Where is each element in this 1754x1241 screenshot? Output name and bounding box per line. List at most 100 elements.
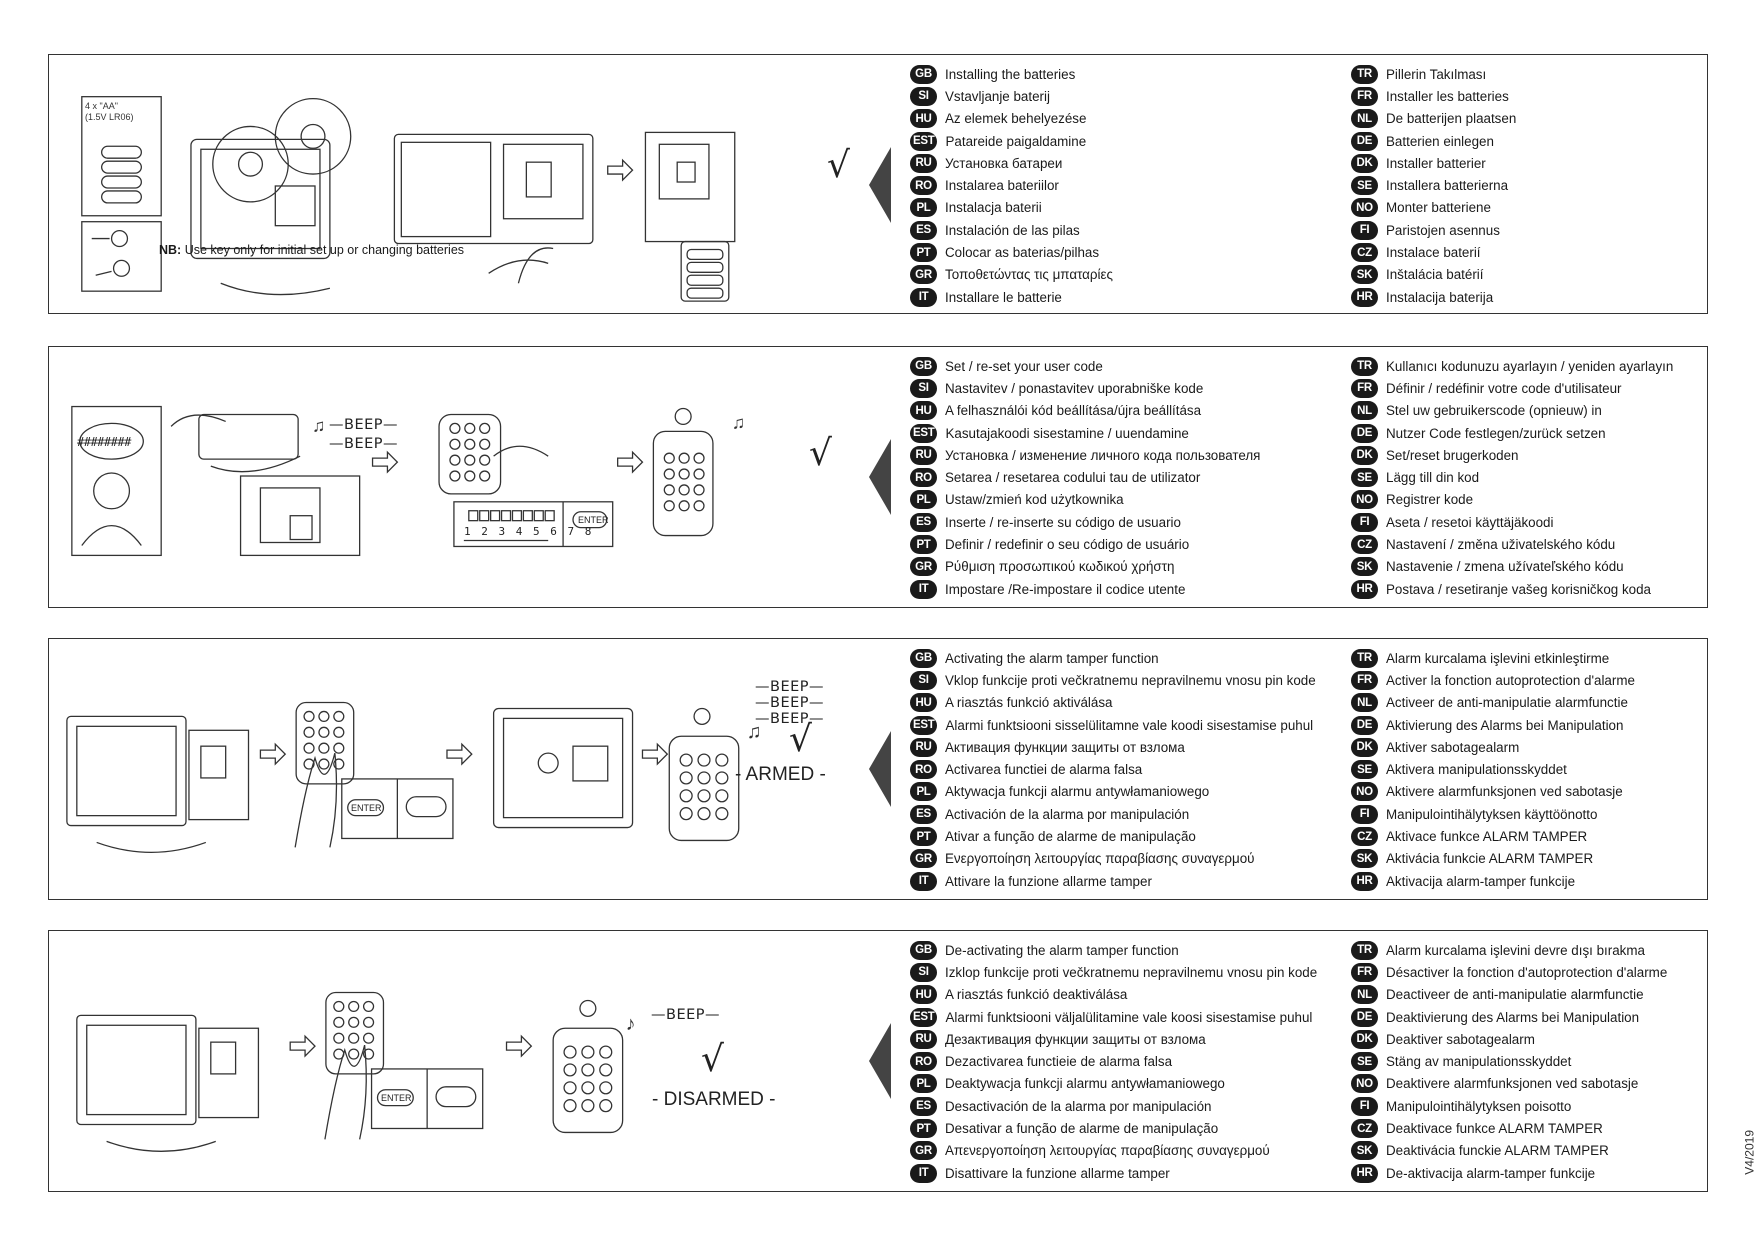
beep-label-1: —BEEP—	[755, 679, 825, 695]
language-code-badge: PT	[910, 535, 937, 555]
deactivate-alarm-diagram: ♪	[76, 991, 636, 1152]
language-code-badge: SK	[1351, 557, 1378, 577]
language-instruction-text: Activating the alarm tamper function	[945, 650, 1159, 666]
panel-batteries: 4 x "AA" (1.5V LR06) NB: Use key only fo…	[48, 54, 1708, 314]
language-instruction-text: Deaktywacja funkcji alarmu antywłamaniow…	[945, 1076, 1225, 1092]
language-code-badge: SI	[910, 378, 937, 398]
language-code-badge: FR	[1351, 962, 1378, 982]
language-instruction-text: Instalarea bateriilor	[945, 178, 1059, 194]
language-instruction-text: Απενεργοποίηση λειτουργίας παραβίασης συ…	[945, 1143, 1270, 1159]
language-instruction-text: Activación de la alarma por manipulación	[945, 806, 1190, 822]
language-code-badge: IT	[910, 1163, 937, 1183]
language-instruction-text: Ustaw/zmień kod użytkownika	[945, 492, 1124, 508]
language-code-badge: SE	[1351, 760, 1378, 780]
language-instruction-text: Deaktiver sabotagealarm	[1386, 1031, 1535, 1047]
language-instruction-text: Alarmi funktsiooni väljalülitamine vale …	[945, 1009, 1313, 1025]
language-instruction-text: Inštalácia batérií	[1386, 267, 1484, 283]
language-item: SI Izklop funkcije proti večkratnemu nepr…	[910, 961, 1317, 983]
pointer-triangle-icon	[869, 1023, 891, 1099]
language-code-badge: FI	[1351, 512, 1378, 532]
language-code-badge: EST	[910, 131, 938, 151]
language-item: HU Az elemek behelyezése	[910, 108, 1113, 130]
armed-status: - ARMED -	[735, 764, 826, 785]
language-instruction-text: Izklop funkcije proti večkratnemu neprav…	[945, 964, 1318, 980]
language-code-badge: RO	[910, 176, 937, 196]
language-instruction-text: Installare le batterie	[945, 289, 1062, 305]
language-code-badge: GR	[910, 265, 937, 285]
language-code-badge: PL	[910, 490, 937, 510]
language-code-badge: FI	[1351, 804, 1378, 824]
language-code-badge: HU	[910, 109, 937, 129]
language-code-badge: FR	[1351, 670, 1378, 690]
language-code-badge: SI	[910, 86, 937, 106]
language-instruction-text: Manipulointihälytyksen poisotto	[1386, 1098, 1572, 1114]
language-code-badge: SI	[910, 962, 937, 982]
language-code-badge: GB	[910, 356, 937, 376]
code-mask: ########	[77, 435, 131, 449]
language-instruction-text: Deaktivácia funckie ALARM TAMPER	[1386, 1143, 1609, 1159]
language-code-badge: FI	[1351, 1096, 1378, 1116]
language-instruction-text: Az elemek behelyezése	[945, 111, 1087, 127]
language-code-badge: FR	[1351, 378, 1378, 398]
language-code-badge: DE	[1351, 423, 1378, 443]
check-icon: √	[789, 719, 812, 760]
language-code-badge: DK	[1351, 445, 1378, 465]
panel-activate-alarm: ♫ —BEEP— —BEEP— —BEEP— - ARMED - ENTER √…	[48, 638, 1708, 900]
language-instruction-text: Dezactivarea functieie de alarma falsa	[945, 1054, 1173, 1070]
language-code-badge: PL	[910, 782, 937, 802]
language-code-badge: DK	[1351, 1029, 1378, 1049]
language-code-badge: GR	[910, 849, 937, 869]
language-code-badge: DE	[1351, 1007, 1378, 1027]
language-instruction-text: Ρύθμιση προσωπικού κωδικού χρήστη	[945, 559, 1175, 575]
language-code-badge: PT	[910, 1119, 937, 1139]
language-instruction-text: Ativar a função de alarme de manipulação	[945, 829, 1196, 845]
check-icon: √	[701, 1039, 724, 1080]
pointer-triangle-icon	[869, 147, 891, 223]
language-code-badge: DK	[1351, 153, 1378, 173]
beep-label: —BEEP—	[651, 1007, 721, 1023]
language-code-badge: NL	[1351, 109, 1378, 129]
language-instruction-text: Set/reset brugerkoden	[1386, 447, 1519, 463]
svg-text:♫: ♫	[747, 721, 762, 743]
language-instruction-text: Instalace baterií	[1386, 245, 1481, 261]
language-instruction-text: Installera batterierna	[1386, 178, 1509, 194]
language-code-badge: TR	[1351, 940, 1378, 960]
language-instruction-text: Installing the batteries	[945, 66, 1076, 82]
language-code-badge: DE	[1351, 131, 1378, 151]
language-instruction-text: Aktiver sabotagealarm	[1386, 739, 1520, 755]
beep-label-2: —BEEP—	[329, 436, 399, 452]
language-instruction-text: Deaktivace funkce ALARM TAMPER	[1386, 1121, 1603, 1137]
language-instruction-text: Disattivare la funzione allarme tamper	[945, 1165, 1170, 1181]
